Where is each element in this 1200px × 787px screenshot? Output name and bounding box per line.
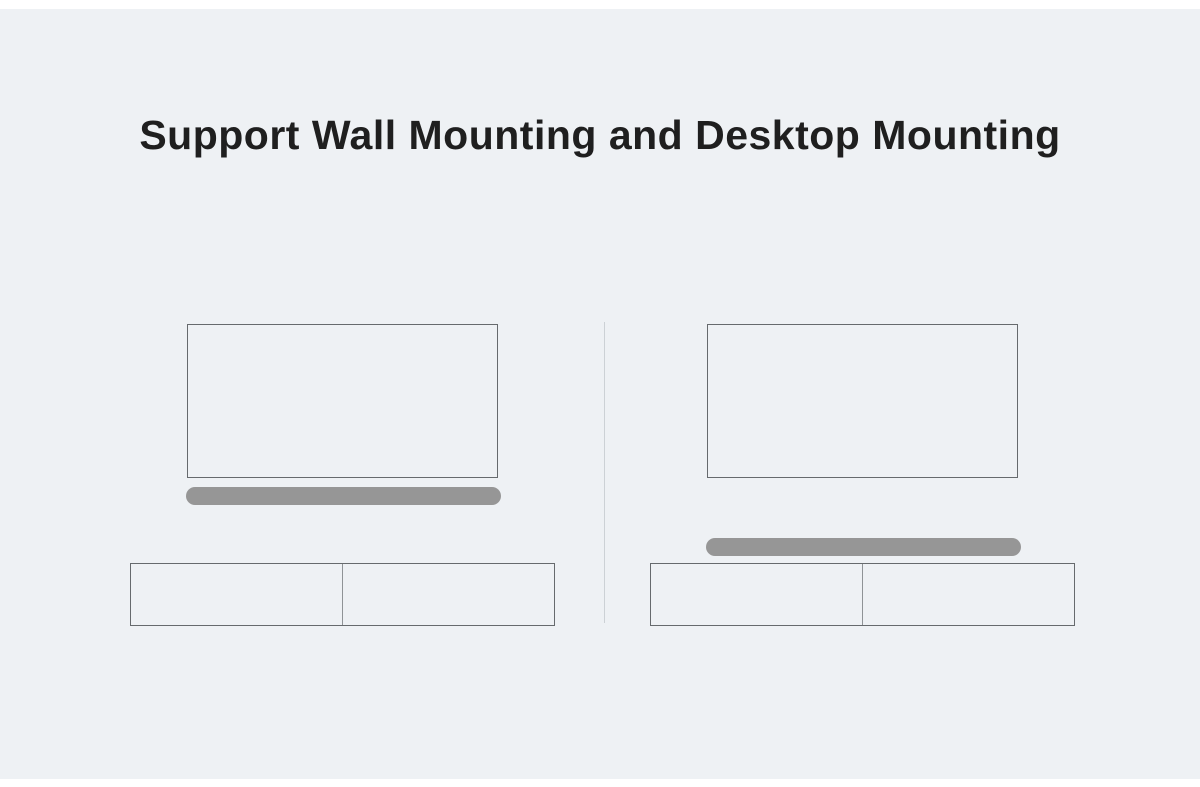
content-panel: Support Wall Mounting and Desktop Mounti… [0, 9, 1200, 779]
cabinet-divider-line [342, 564, 343, 625]
tv-cabinet [130, 563, 555, 626]
soundbar-wall-mounted [186, 487, 501, 505]
cabinet-divider-line [862, 564, 863, 625]
tv-outline [187, 324, 498, 478]
tv-outline [707, 324, 1018, 478]
mounting-figure [0, 9, 1200, 779]
soundbar-desktop-mounted [706, 538, 1021, 556]
vertical-divider-line [604, 322, 605, 623]
page-title: Support Wall Mounting and Desktop Mounti… [139, 112, 1061, 158]
tv-cabinet [650, 563, 1075, 626]
